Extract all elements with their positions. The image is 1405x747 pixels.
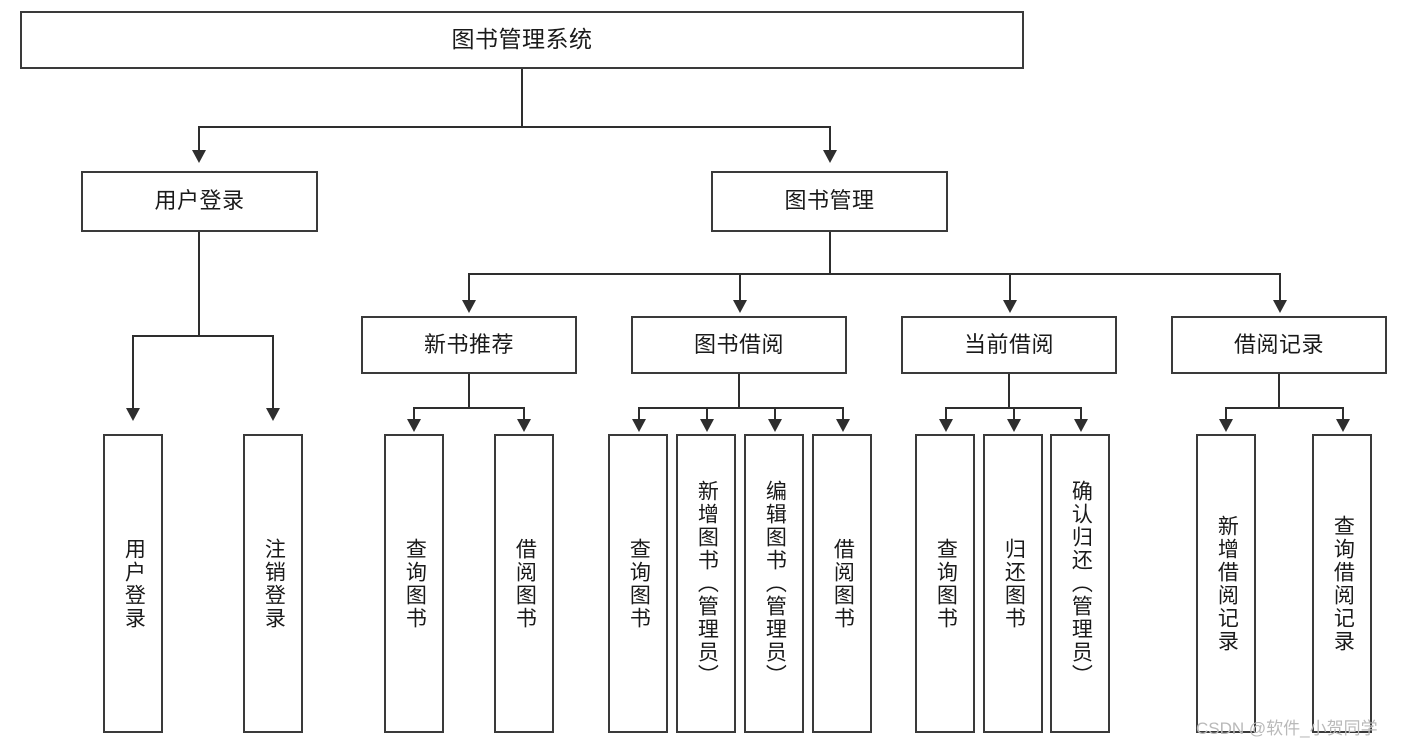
leaf-add-record[interactable]: 新增借阅记录 xyxy=(1196,434,1256,733)
leaf-add-book[interactable]: 新增图书（管理员） xyxy=(676,434,736,733)
connector-book-manage-to-book-borrow xyxy=(739,273,741,301)
leaf-return-book[interactable]: 归还图书 xyxy=(983,434,1043,733)
connector-current-borrow-to-leaf-2 xyxy=(1013,407,1015,420)
leaf-user-login[interactable]: 用户登录 xyxy=(103,434,163,733)
connector-borrow-record-to-leaf-2 xyxy=(1342,407,1344,420)
connector-root-stem xyxy=(521,69,523,127)
node-current-borrow[interactable]: 当前借阅 xyxy=(901,316,1117,374)
connector-book-borrow-to-leaf-1 xyxy=(638,407,640,420)
node-book-manage[interactable]: 图书管理 xyxy=(711,171,948,232)
arrowhead-book-borrow-to-leaf-2 xyxy=(700,419,714,432)
connector-borrow-record-stem xyxy=(1278,374,1280,408)
connector-borrow-record-bar xyxy=(1226,407,1343,409)
leaf-logout-label: 注销登录 xyxy=(262,537,286,630)
arrowhead-root-to-user-login xyxy=(192,150,206,163)
connector-new-book-rec-to-leaf-1 xyxy=(413,407,415,420)
leaf-return-book-label: 归还图书 xyxy=(1002,537,1026,630)
leaf-borrow-book-1-label: 借阅图书 xyxy=(513,537,537,630)
connector-root-to-book-manage xyxy=(829,126,831,151)
arrowhead-book-borrow-to-leaf-3 xyxy=(768,419,782,432)
arrowhead-book-manage-to-book-borrow xyxy=(733,300,747,313)
connector-current-borrow-stem xyxy=(1008,374,1010,408)
node-borrow-record[interactable]: 借阅记录 xyxy=(1171,316,1387,374)
node-user-login[interactable]: 用户登录 xyxy=(81,171,318,232)
connector-user-login-stem xyxy=(198,232,200,336)
node-current-borrow-label: 当前借阅 xyxy=(963,331,1054,357)
connector-user-login-to-leaf-1 xyxy=(132,335,134,409)
leaf-query-book-1[interactable]: 查询图书 xyxy=(384,434,444,733)
connector-book-manage-bar xyxy=(469,273,1281,275)
connector-new-book-rec-bar xyxy=(414,407,524,409)
arrowhead-book-borrow-to-leaf-4 xyxy=(836,419,850,432)
leaf-borrow-book-2[interactable]: 借阅图书 xyxy=(812,434,872,733)
arrowhead-user-login-to-leaf-1 xyxy=(126,408,140,421)
leaf-logout[interactable]: 注销登录 xyxy=(243,434,303,733)
node-book-borrow[interactable]: 图书借阅 xyxy=(631,316,847,374)
arrowhead-user-login-to-leaf-2 xyxy=(266,408,280,421)
node-book-manage-label: 图书管理 xyxy=(784,188,875,214)
connector-root-bar xyxy=(199,126,831,128)
connector-book-borrow-stem xyxy=(738,374,740,408)
node-root-label: 图书管理系统 xyxy=(451,26,593,53)
connector-book-manage-stem xyxy=(829,232,831,274)
leaf-user-login-label: 用户登录 xyxy=(122,537,146,630)
connector-user-login-bar xyxy=(133,335,273,337)
connector-book-borrow-to-leaf-3 xyxy=(774,407,776,420)
connector-book-manage-to-new-book-rec xyxy=(468,273,470,301)
arrowhead-current-borrow-to-leaf-2 xyxy=(1007,419,1021,432)
leaf-query-book-1-label: 查询图书 xyxy=(403,537,427,630)
arrowhead-borrow-record-to-leaf-1 xyxy=(1219,419,1233,432)
leaf-query-record[interactable]: 查询借阅记录 xyxy=(1312,434,1372,733)
node-book-borrow-label: 图书借阅 xyxy=(693,331,784,357)
leaf-confirm-return-label: 确认归还（管理员） xyxy=(1069,480,1093,687)
connector-book-borrow-to-leaf-2 xyxy=(706,407,708,420)
connector-current-borrow-to-leaf-3 xyxy=(1080,407,1082,420)
leaf-borrow-book-2-label: 借阅图书 xyxy=(831,537,855,630)
leaf-add-book-label: 新增图书（管理员） xyxy=(695,480,719,687)
leaf-query-book-2[interactable]: 查询图书 xyxy=(608,434,668,733)
node-user-login-label: 用户登录 xyxy=(154,188,245,214)
leaf-query-book-3[interactable]: 查询图书 xyxy=(915,434,975,733)
connector-root-to-user-login xyxy=(198,126,200,151)
connector-book-borrow-bar xyxy=(639,407,843,409)
leaf-add-record-label: 新增借阅记录 xyxy=(1215,514,1239,653)
leaf-query-record-label: 查询借阅记录 xyxy=(1331,514,1355,653)
arrowhead-current-borrow-to-leaf-3 xyxy=(1074,419,1088,432)
connector-borrow-record-to-leaf-1 xyxy=(1225,407,1227,420)
arrowhead-new-book-rec-to-leaf-1 xyxy=(407,419,421,432)
connector-current-borrow-to-leaf-1 xyxy=(945,407,947,420)
connector-book-borrow-to-leaf-4 xyxy=(842,407,844,420)
leaf-query-book-2-label: 查询图书 xyxy=(627,537,651,630)
arrowhead-book-manage-to-new-book-rec xyxy=(462,300,476,313)
leaf-query-book-3-label: 查询图书 xyxy=(934,537,958,630)
arrowhead-book-manage-to-current-borrow xyxy=(1003,300,1017,313)
node-new-book-rec[interactable]: 新书推荐 xyxy=(361,316,577,374)
connector-new-book-rec-to-leaf-2 xyxy=(523,407,525,420)
leaf-edit-book-label: 编辑图书（管理员） xyxy=(763,480,787,687)
leaf-confirm-return[interactable]: 确认归还（管理员） xyxy=(1050,434,1110,733)
arrowhead-root-to-book-manage xyxy=(823,150,837,163)
connector-new-book-rec-stem xyxy=(468,374,470,408)
connector-book-manage-to-borrow-record xyxy=(1279,273,1281,301)
arrowhead-book-borrow-to-leaf-1 xyxy=(632,419,646,432)
node-new-book-rec-label: 新书推荐 xyxy=(423,331,514,357)
arrowhead-current-borrow-to-leaf-1 xyxy=(939,419,953,432)
leaf-borrow-book-1[interactable]: 借阅图书 xyxy=(494,434,554,733)
node-borrow-record-label: 借阅记录 xyxy=(1233,331,1324,357)
arrowhead-new-book-rec-to-leaf-2 xyxy=(517,419,531,432)
connector-user-login-to-leaf-2 xyxy=(272,335,274,409)
node-root[interactable]: 图书管理系统 xyxy=(20,11,1024,69)
arrowhead-book-manage-to-borrow-record xyxy=(1273,300,1287,313)
arrowhead-borrow-record-to-leaf-2 xyxy=(1336,419,1350,432)
csdn-watermark: CSDN @软件_小贺同学 xyxy=(1196,719,1378,738)
connector-book-manage-to-current-borrow xyxy=(1009,273,1011,301)
leaf-edit-book[interactable]: 编辑图书（管理员） xyxy=(744,434,804,733)
